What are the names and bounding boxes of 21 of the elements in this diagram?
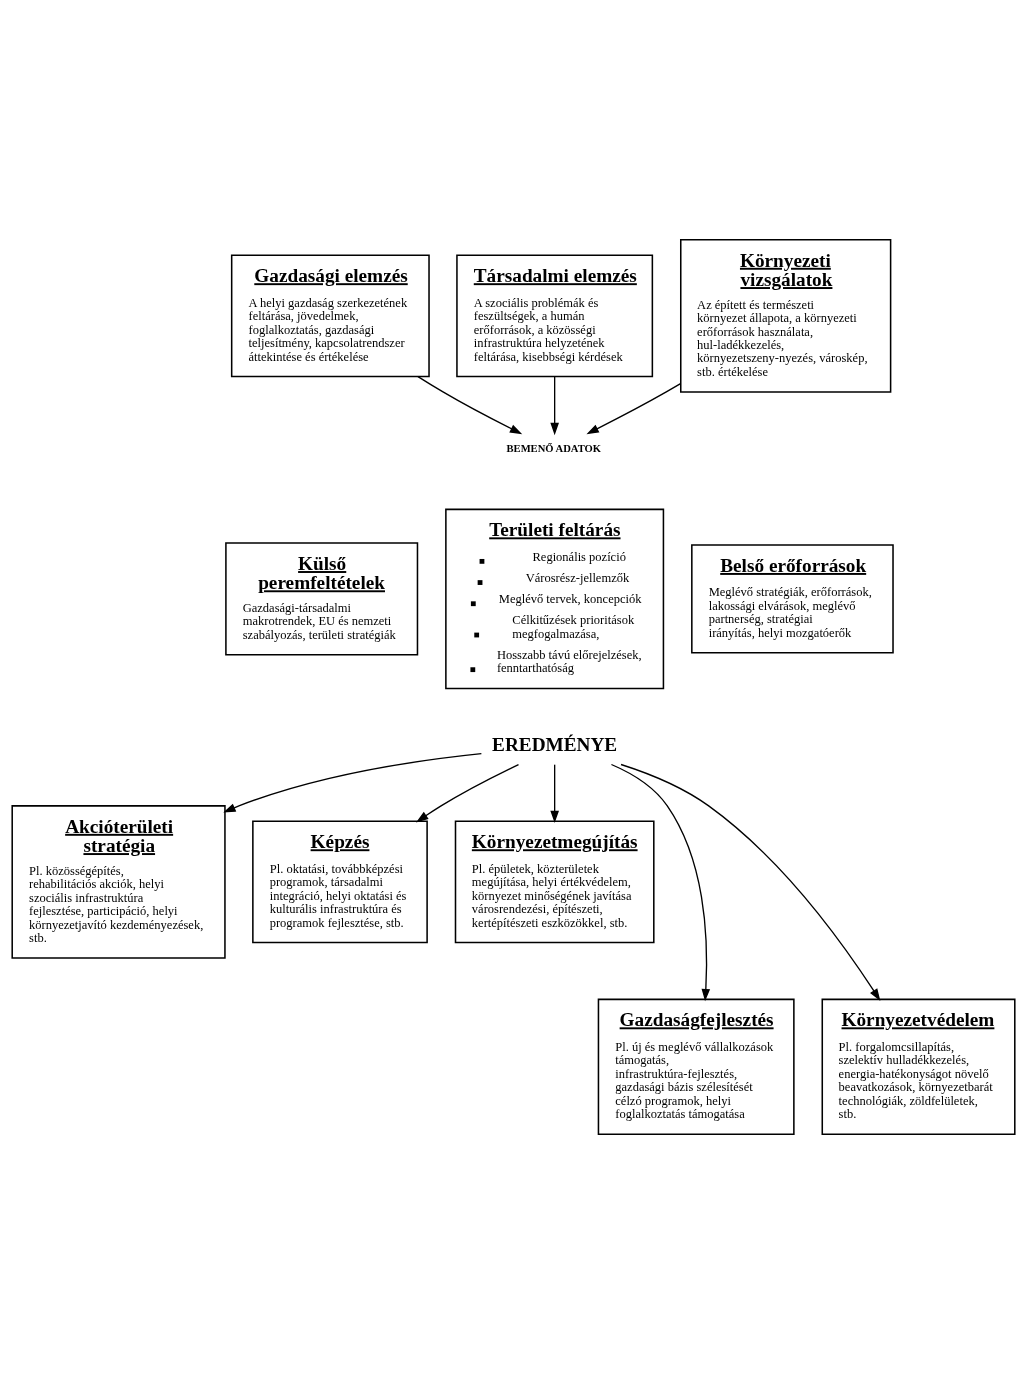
node-box: Gazdasági elemzés A helyi gazdaság szerkezetének feltárása, jövedelmek, foglalkoztatás, gazdasági teljesítmény, kapcsolatrendszer áttekintése és értékelése xyxy=(230,254,430,378)
node-box: Környezetvédelem Pl. forgalomcsillapítás, szelektív hulladékkezelés, energia-hatékonyságot növelő beavatkozások, környezetbarát technológiák, zöldfelületek, stb. xyxy=(821,998,1016,1135)
node-box: Társadalmi elemzés A szociális problémák és feszültségek, a humán erőforrások, a közösségi infrastruktúra helyzetének feltárása, kisebbségi kérdések xyxy=(456,254,654,378)
node-text: BEMENŐ ADATOK xyxy=(506,443,602,455)
node-box: Belső erőforrások Meglévő stratégiák, erőforrások, lakossági elvárások, meglévő partnerség, stratégiai irányítás, helyi mozgatóerők xyxy=(691,544,894,654)
arrow xyxy=(550,376,559,436)
node-box: Területi feltárás Regionális pozíció Városrész-jellemzők Meglévő tervek, koncepciók Célkitűzések prioritások megfogalmazása, Hosszabb távú előrejelzések, fenntarthatóság xyxy=(445,508,665,690)
node-box: Gazdaságfejlesztés Pl. új és meglévő vállalkozások támogatás, infrastruktúra-fejlesztés, gazdasági bázis szélesítését célzó programok, helyi foglalkoztatás támogatása xyxy=(597,998,795,1135)
arrow xyxy=(610,763,711,1002)
node-box: Környezetmegújítás Pl. épületek, közterületek megújítása, helyi értékvédelem, környezet minőségének javítása városrendezési, építészeti, kertépítészeti eszközökkel, stb. xyxy=(454,820,655,944)
node-text: EREDMÉNYE xyxy=(492,734,618,756)
arrow xyxy=(223,753,483,813)
node-box: Környezeti vizsgálatok Az épített és természeti környezet állapota, a környezeti erőforrások használata, hul-ladékkezelés, környezetszeny-nyezés, városkép, stb. értékelése xyxy=(680,239,892,393)
arrow xyxy=(416,763,520,823)
node-box: Akcióterületi stratégia Pl. közösségépítés, rehabilitációs akciók, helyi szociális infrastruktúra fejlesztése, participáció, helyi környezetjavító kezdeményezések, stb. xyxy=(11,805,226,959)
arrow xyxy=(586,383,682,435)
arrow xyxy=(620,763,881,1001)
node-box: Külső peremfeltételek Gazdasági-társadalmi makrotrendek, EU és nemzeti szabályozás, területi stratégiák xyxy=(225,542,419,656)
arrow xyxy=(550,764,559,824)
arrow xyxy=(417,375,523,435)
node-box: Képzés Pl. oktatási, továbbképzési programok, társadalmi integráció, helyi oktatási és kulturális infrastruktúra és programok fejlesztése, stb. xyxy=(252,820,428,944)
